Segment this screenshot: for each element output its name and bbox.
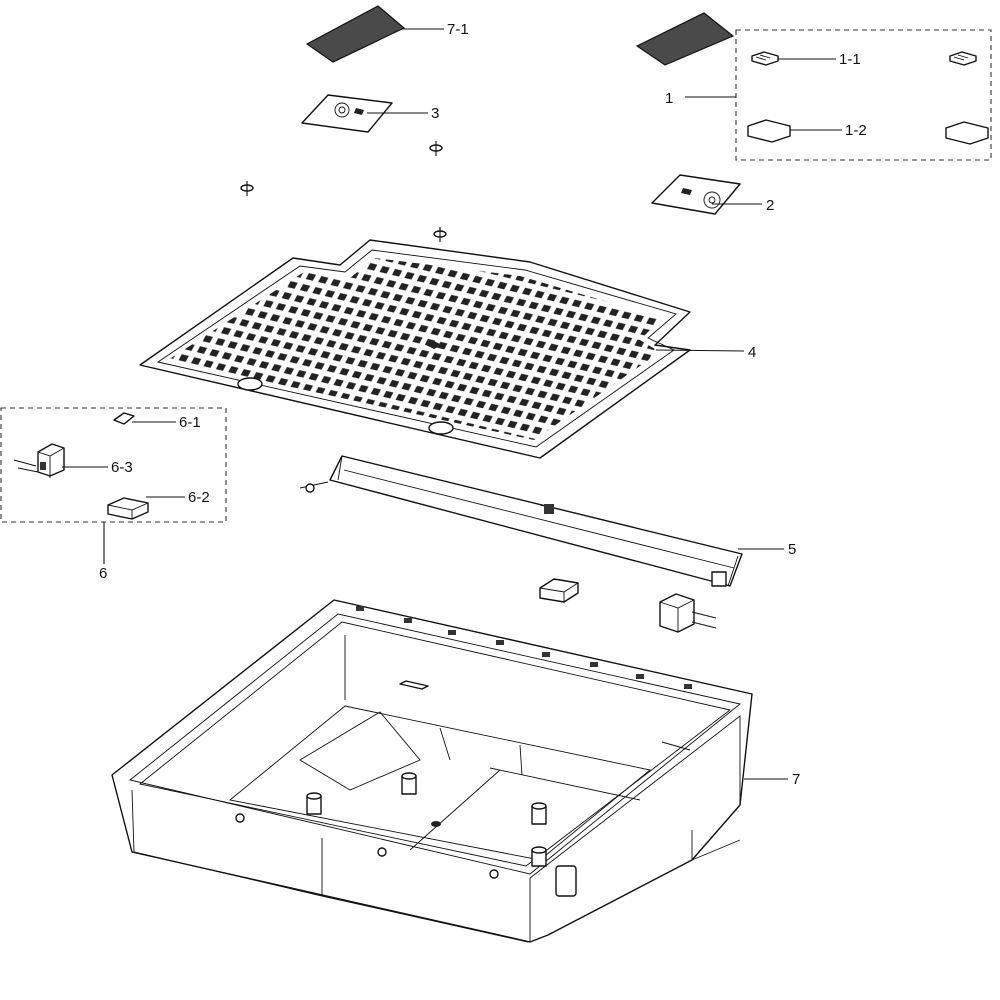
base-tub-7 (111, 599, 753, 943)
callout-5: 5 (788, 541, 796, 558)
callout-1-2: 1-2 (845, 122, 867, 139)
post-4 (531, 846, 547, 867)
callout-6-1: 6-1 (179, 414, 201, 431)
leader-lines (62, 28, 842, 780)
filter-pad-7-1 (305, 5, 406, 63)
cover-plate-3 (301, 94, 393, 133)
assembly-box-6 (0, 407, 227, 523)
assembly-box-1 (735, 29, 992, 161)
callout-1: 1 (665, 90, 673, 107)
screw-b (240, 181, 254, 196)
post-2 (401, 772, 417, 795)
callout-4: 4 (748, 344, 756, 361)
callout-7-1: 7-1 (447, 21, 469, 38)
clip-1-1-right (949, 51, 977, 66)
part-6-1 (113, 412, 135, 425)
screw-c (433, 227, 447, 242)
callout-1-1: 1-1 (839, 51, 861, 68)
block-1-2-left (747, 119, 791, 143)
filter-pad-part-1 (635, 12, 735, 66)
callout-6-2: 6-2 (188, 489, 210, 506)
callout-2: 2 (766, 197, 774, 214)
callout-6-3: 6-3 (111, 459, 133, 476)
post-3 (531, 802, 547, 825)
connector (659, 593, 717, 633)
part-6-2 (107, 497, 149, 520)
callout-7: 7 (792, 771, 800, 788)
callout-3: 3 (431, 105, 439, 122)
screw-a (429, 141, 443, 156)
callout-6: 6 (99, 565, 107, 582)
small-block (539, 578, 579, 603)
rim-clips (356, 606, 692, 689)
rail-5 (299, 455, 743, 587)
cover-plate-2 (651, 174, 741, 215)
grid-tray-4 (139, 239, 691, 459)
part-6-3 (13, 443, 65, 478)
clip-1-1-left (751, 51, 779, 66)
post-1 (306, 792, 322, 815)
block-1-2-right (945, 121, 989, 145)
